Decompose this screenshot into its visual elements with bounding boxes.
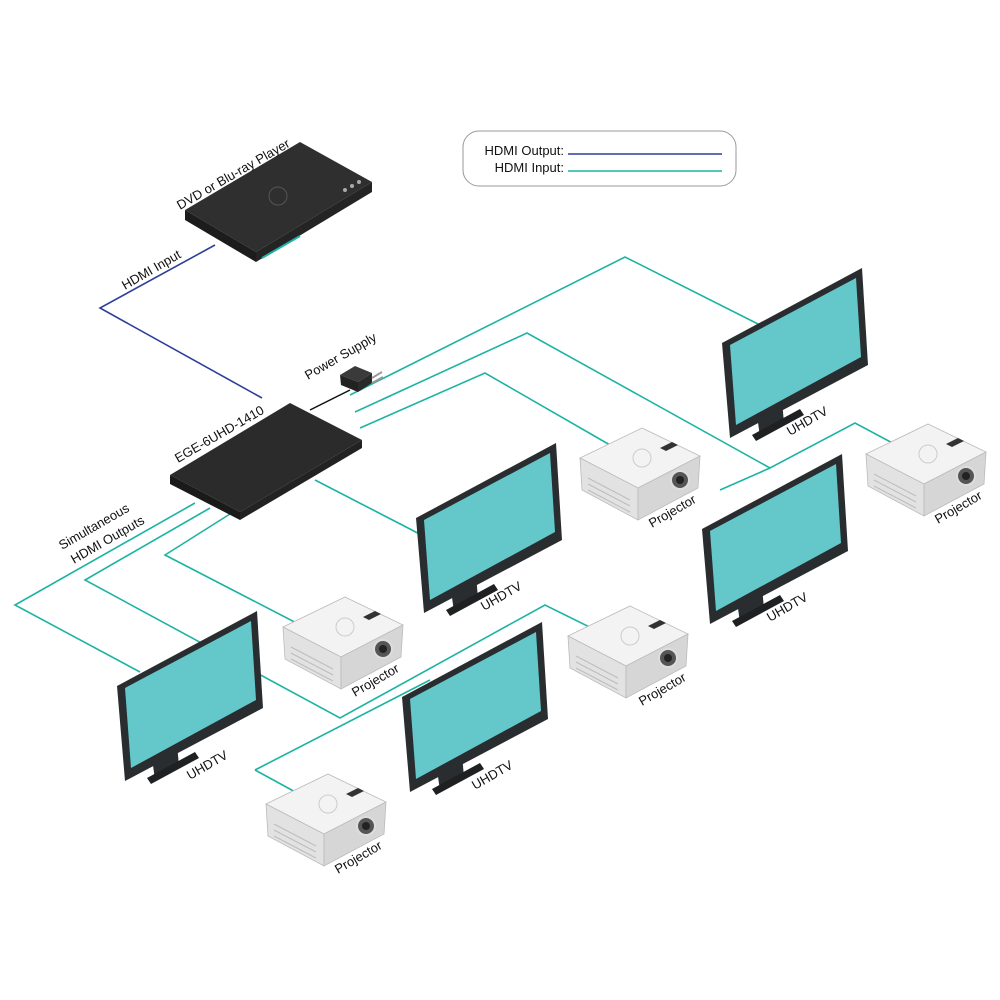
legend: HDMI Output: HDMI Input:	[462, 130, 737, 187]
hdmi-input-cable	[98, 244, 263, 399]
legend-output-label: HDMI Output:	[485, 143, 564, 158]
power-supply	[340, 366, 384, 392]
uhdtv-3-label: UHDTV	[764, 589, 811, 625]
uhdtv-3	[702, 454, 848, 627]
uhdtv-2	[416, 443, 562, 616]
uhdtv-4-label: UHDTV	[184, 747, 231, 783]
hdmi-output-cables	[13, 256, 901, 801]
legend-input-label: HDMI Input:	[495, 160, 564, 175]
uhdtv-1	[722, 268, 868, 441]
uhdtv-5-label: UHDTV	[469, 757, 516, 793]
power-cable	[309, 389, 351, 411]
dvd-player	[185, 142, 372, 262]
ege-6uhd-1410-splitter	[170, 403, 362, 520]
uhdtv-1-label: UHDTV	[784, 403, 831, 439]
hdmi-input-label: HDMI Input	[119, 247, 184, 293]
uhdtv-2-label: UHDTV	[478, 578, 525, 614]
uhdtv-5	[402, 622, 548, 795]
